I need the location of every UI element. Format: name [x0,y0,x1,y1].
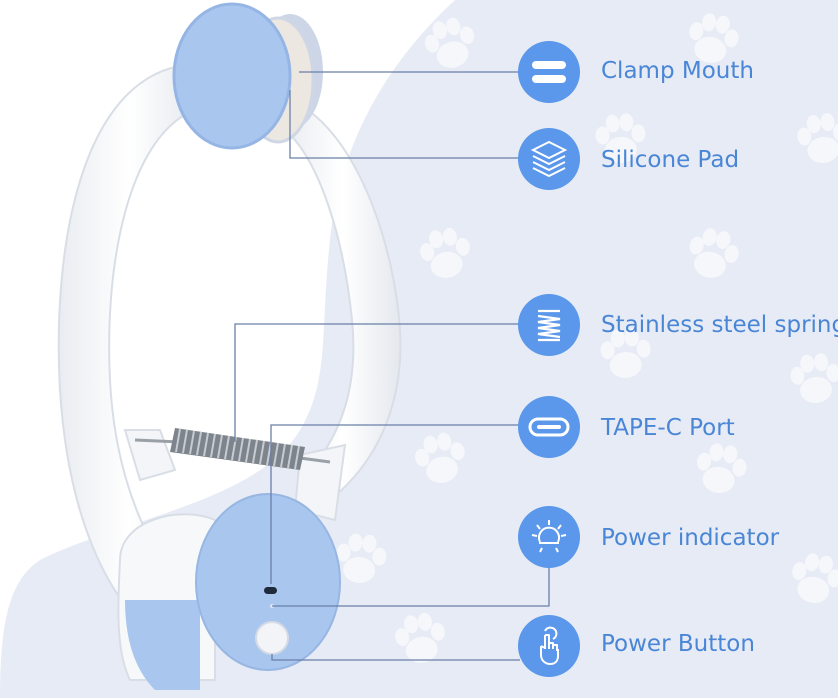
equals-bars-icon [532,61,566,83]
spring-icon-badge [518,294,580,356]
usb-c-port [264,587,277,594]
leader-line-usb-c [270,424,520,584]
leader-line-power-button [271,654,520,661]
layers-icon [530,140,568,178]
light-bulb-rays-icon [531,520,567,553]
label-clamp-mouth: Clamp Mouth [601,58,754,84]
leader-lines [234,71,550,661]
device [57,2,402,690]
usb-c-icon-badge [518,396,580,458]
clamp-mouth-disc-rim [172,2,292,150]
usb-c-port-icon [528,417,570,437]
silicone-pad-icon-badge [518,128,580,190]
label-power-indicator: Power indicator [601,525,780,551]
finger-press-icon [540,626,559,665]
power-housing [195,493,341,671]
power-indicator-icon-badge [518,506,580,568]
device-right-arm [293,443,347,522]
device-crossbar [123,429,177,482]
clamp-mouth-disc [174,4,290,148]
device-base-blue-edge [125,600,200,690]
label-usb-c-port: TAPE-C Port [601,415,735,441]
label-power-button: Power Button [601,631,755,657]
power-button [255,621,289,655]
label-silicone-pad: Silicone Pad [601,147,740,173]
spring-coil-icon [537,309,561,342]
label-stainless-steel-spring: Stainless steel spring [601,312,838,338]
clamp-mouth-icon-badge [518,41,580,103]
power-button-icon-badge [518,615,580,677]
leader-line-silicone-pad [289,90,520,159]
leader-line-power-indicator [272,566,550,607]
leader-line-spring [234,323,520,442]
